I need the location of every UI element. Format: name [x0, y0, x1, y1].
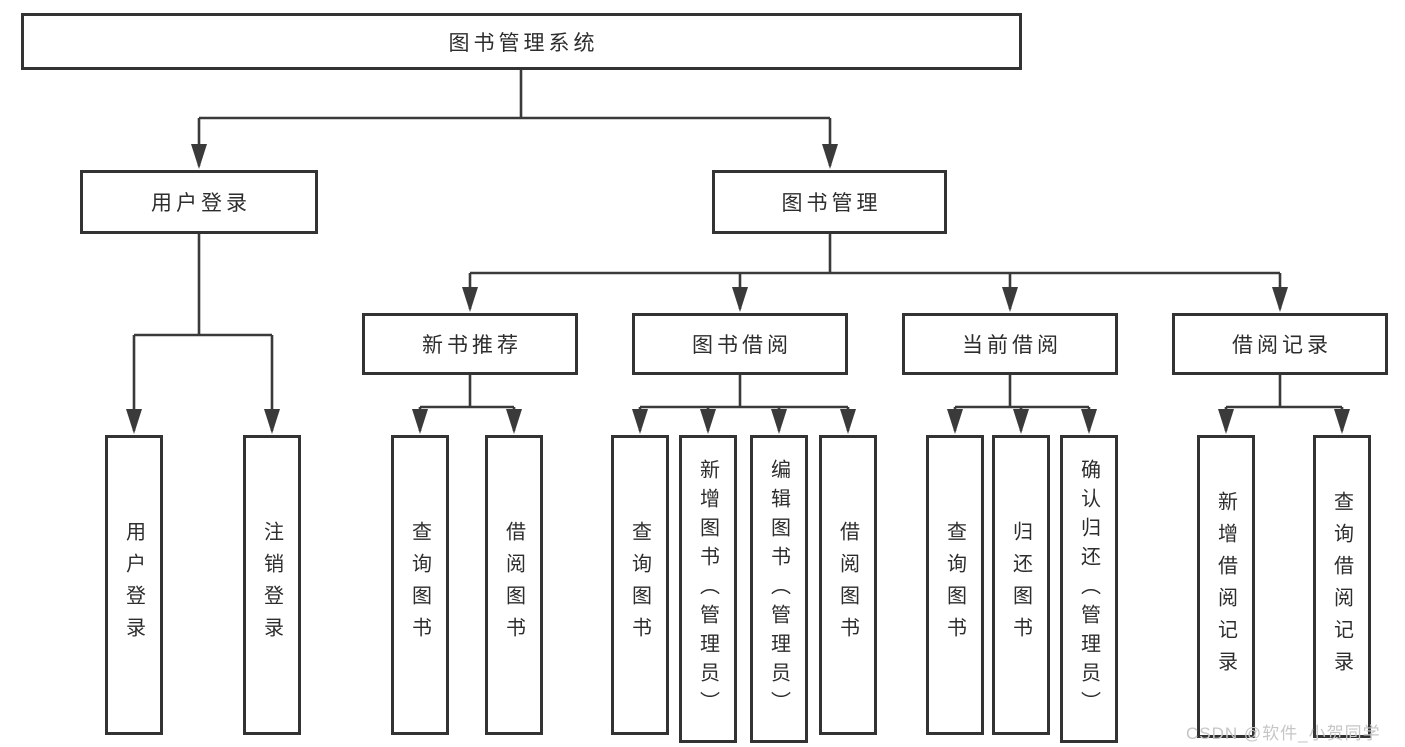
leaf-query-books-current-label: 查询图书 [943, 521, 966, 649]
leaf-query-borrow-record-label: 查询借阅记录 [1330, 490, 1353, 683]
node-borrow-records-label: 借阅记录 [1232, 334, 1332, 357]
leaf-add-borrow-record-label: 新增借阅记录 [1214, 490, 1237, 683]
leaf-user-login-label: 用户登录 [122, 521, 145, 649]
node-current-borrow-label: 当前借阅 [962, 334, 1062, 357]
leaf-borrow-books-borrow: 借阅图书 [819, 435, 877, 735]
leaf-add-book-admin-label: 新增图书（管理员） [696, 458, 719, 720]
leaf-return-book: 归还图书 [992, 435, 1050, 735]
node-book-management: 图书管理 [712, 170, 947, 234]
arrowheads [126, 144, 1350, 434]
leaf-borrow-books-borrow-label: 借阅图书 [836, 521, 859, 649]
csdn-watermark: CSDN @软件_小贺同学 [1186, 724, 1381, 743]
leaf-borrow-books-recommend: 借阅图书 [485, 435, 543, 735]
leaf-logout-label: 注销登录 [260, 521, 283, 649]
node-new-book-recommend-label: 新书推荐 [422, 334, 522, 357]
node-user-login: 用户登录 [80, 170, 318, 234]
node-current-borrow: 当前借阅 [902, 313, 1118, 375]
leaf-query-books-current: 查询图书 [926, 435, 984, 735]
node-root-label: 图书管理系统 [448, 31, 599, 55]
node-book-management-label: 图书管理 [781, 192, 882, 215]
node-new-book-recommend: 新书推荐 [362, 313, 578, 375]
leaf-confirm-return-admin-label: 确认归还（管理员） [1077, 458, 1100, 720]
leaf-return-book-label: 归还图书 [1009, 521, 1032, 649]
leaf-edit-book-admin-label: 编辑图书（管理员） [767, 458, 790, 720]
leaf-add-book-admin: 新增图书（管理员） [679, 435, 737, 743]
node-book-borrow-label: 图书借阅 [692, 334, 792, 357]
leaf-confirm-return-admin: 确认归还（管理员） [1060, 435, 1118, 743]
leaf-query-borrow-record: 查询借阅记录 [1313, 435, 1371, 738]
leaf-user-login: 用户登录 [105, 435, 163, 735]
leaf-edit-book-admin: 编辑图书（管理员） [750, 435, 808, 743]
leaf-query-books-borrow-label: 查询图书 [628, 521, 651, 649]
node-book-borrow: 图书借阅 [632, 313, 848, 375]
leaf-logout: 注销登录 [243, 435, 301, 735]
leaf-query-books-recommend: 查询图书 [391, 435, 449, 735]
node-user-login-label: 用户登录 [151, 192, 251, 215]
node-borrow-records: 借阅记录 [1172, 313, 1388, 375]
leaf-query-books-borrow: 查询图书 [611, 435, 669, 735]
leaf-query-books-recommend-label: 查询图书 [408, 521, 431, 649]
leaf-borrow-books-recommend-label: 借阅图书 [502, 521, 525, 649]
node-root: 图书管理系统 [21, 13, 1022, 70]
leaf-add-borrow-record: 新增借阅记录 [1197, 435, 1255, 738]
